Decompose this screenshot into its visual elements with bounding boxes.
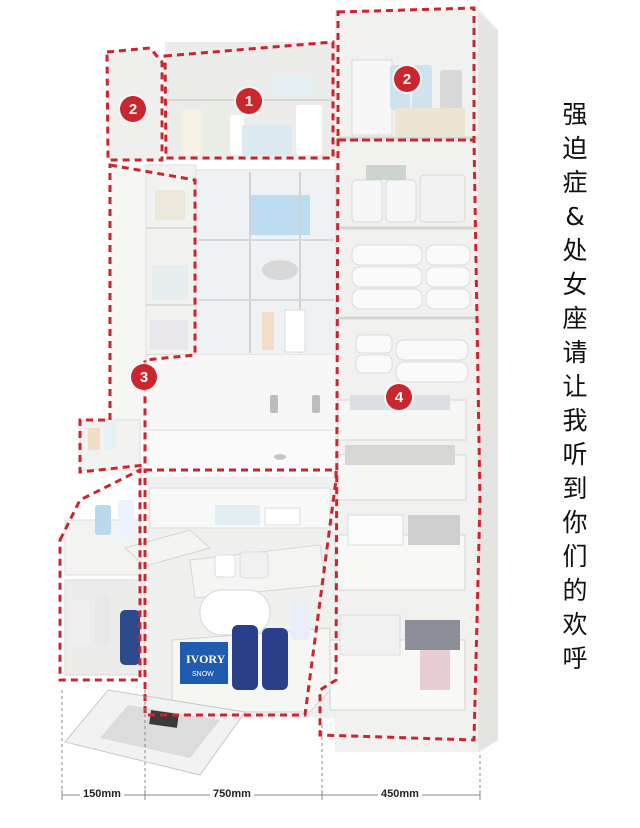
bottle-item (95, 505, 111, 535)
zone-badge-1: 1 (236, 88, 262, 114)
bottle-item (88, 428, 100, 450)
tissue-box (242, 125, 292, 155)
right-cabinet-side (478, 12, 498, 752)
zone-outlines (58, 6, 482, 742)
zone-badge-3: 3 (131, 364, 157, 390)
canister (385, 179, 417, 223)
bottle-item (230, 115, 244, 155)
zone-1-outline (163, 40, 335, 160)
caption-char: 欢 (562, 610, 588, 639)
tissue-box (272, 75, 312, 97)
zone-badge-4: 4 (386, 384, 412, 410)
cup-item (262, 312, 274, 350)
folded-clothes (408, 515, 460, 545)
dimension-label-450: 450mm (378, 788, 422, 800)
ivory-box (180, 642, 228, 684)
caption-char: 你 (562, 508, 588, 537)
detergent-bottle (120, 610, 140, 665)
bottle-item (290, 600, 310, 640)
folded-clothes (405, 620, 460, 650)
caption-char: 处 (562, 236, 588, 265)
vertical-caption: 强 迫 症 & 处 女 座 请 让 我 听 到 你 们 的 欢 呼 (555, 98, 595, 676)
faucet (312, 395, 320, 413)
caption-char: 到 (562, 474, 588, 503)
ivory-box-sublabel: SNOW (192, 671, 214, 678)
caption-char: 我 (562, 406, 588, 435)
detergent-bottle (262, 628, 288, 690)
caption-char: 们 (562, 542, 588, 571)
zone-badge-2-right: 2 (394, 66, 420, 92)
faucet (270, 395, 278, 413)
sink-drain (274, 454, 286, 460)
bottle-item (72, 600, 90, 645)
zone-4-outline (318, 138, 482, 742)
bottle-item (182, 110, 202, 155)
bottle-item (440, 70, 462, 110)
box-item (366, 165, 406, 180)
dimension-lines (61, 690, 481, 800)
caption-char: 让 (562, 372, 588, 401)
bottle-item (296, 105, 322, 155)
hair-dryer (262, 260, 298, 280)
caption-char: 请 (562, 338, 588, 367)
scale-display (149, 710, 179, 728)
zone-3-upper-outline (78, 163, 197, 474)
caption-char: 座 (562, 304, 588, 333)
jar-item (214, 554, 236, 578)
bottle-item (118, 500, 134, 535)
dimension-label-150: 150mm (80, 788, 124, 800)
caption-char: 的 (562, 576, 588, 605)
towel-stack (355, 334, 469, 383)
bottle-item (104, 420, 116, 450)
folded-clothes (420, 650, 450, 690)
zone-3-lower-outline (58, 467, 142, 682)
folded-clothes (347, 514, 404, 546)
caption-char: 女 (562, 270, 588, 299)
bottle-item (95, 595, 111, 645)
canister (351, 179, 383, 223)
caption-char: & (565, 202, 585, 231)
small-items (150, 320, 188, 350)
towel-item (264, 507, 301, 526)
canister (419, 174, 466, 223)
zone-2-left-outline (105, 46, 164, 162)
caption-char: 强 (562, 100, 588, 129)
zone-1-lower-outline (143, 468, 338, 717)
bottle-item (205, 95, 227, 155)
scale-platform (100, 705, 220, 758)
caption-char: 听 (562, 440, 588, 469)
small-items (155, 190, 185, 220)
dimension-label-750: 750mm (210, 788, 254, 800)
caption-char: 呼 (562, 644, 588, 673)
folded-clothes (345, 445, 455, 465)
basket (395, 108, 465, 136)
cup-item (284, 309, 306, 353)
detergent-bottle (232, 625, 258, 690)
caption-char: 迫 (562, 134, 588, 163)
zone-badge-2-left: 2 (120, 96, 146, 122)
folded-clothes (339, 614, 401, 656)
caption-char: 症 (562, 168, 588, 197)
small-items (152, 265, 188, 300)
ivory-box-label: IVORY (186, 652, 226, 666)
towel-item (215, 505, 260, 525)
towel-stack (351, 244, 471, 310)
jar-item (239, 551, 269, 579)
storage-box (351, 59, 393, 136)
